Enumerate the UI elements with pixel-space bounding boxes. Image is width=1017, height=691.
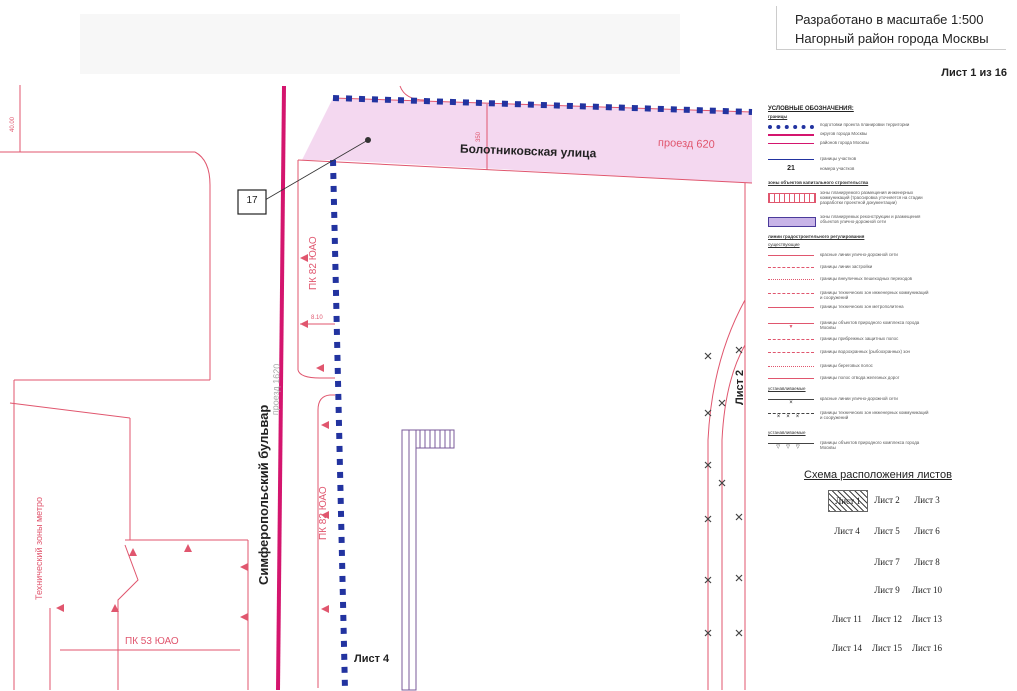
metro-structure: [401, 429, 455, 691]
pk-label-2: ПК 82 ЮАО: [318, 486, 329, 540]
pk-label-3: ПК 53 ЮАО: [125, 636, 179, 647]
legend-item: границы участков: [768, 156, 928, 168]
legend-item: округов города Москвы: [768, 131, 928, 143]
legend-item: × красные линии улично-дорожной сети: [768, 396, 928, 408]
scheme-cell[interactable]: Лист 3: [914, 495, 940, 505]
scheme-cell[interactable]: Лист 6: [914, 526, 940, 536]
legend-item: границы береговых полос: [768, 363, 928, 375]
scheme-cell[interactable]: Лист 14: [831, 643, 863, 653]
legend-item: зоны планируемого размещения инженерных …: [768, 190, 928, 206]
legend-item: границы технических зон метрополитена: [768, 304, 928, 316]
scheme-cell[interactable]: Лист 10: [911, 585, 943, 595]
legend-item: границы линии застройки: [768, 264, 928, 276]
passage-620-label: проезд 620: [657, 137, 715, 151]
scheme-cell[interactable]: Лист 8: [914, 557, 940, 567]
planning-zone-street: [333, 98, 752, 183]
district-line: Нагорный район города Москвы: [795, 31, 989, 46]
planning-zone-corner: [302, 98, 333, 160]
scheme-cell[interactable]: Лист 16: [911, 643, 943, 653]
scheme-title: Схема расположения листов: [804, 469, 952, 481]
title-block: Разработано в масштабе 1:500 Нагорный ра…: [776, 6, 1006, 50]
pk-label-1: ПК 82 ЮАО: [308, 236, 319, 290]
red-triangle-marks: [56, 254, 329, 621]
legend-item: красные линии улично-дорожной сети: [768, 252, 928, 264]
scale-line: Разработано в масштабе 1:500: [795, 12, 984, 27]
scheme-cell[interactable]: Лист 15: [871, 643, 903, 653]
legend-title: УСЛОВНЫЕ ОБОЗНАЧЕНИЯ:: [768, 106, 854, 112]
legend-item: границы прибрежных защитных полос: [768, 336, 928, 348]
legend-section-established-2: устанавливаемые: [768, 430, 806, 435]
legend-item: границы водоохранных (рыбоохранных) зон: [768, 349, 928, 361]
scheme-cell[interactable]: Лист 12: [871, 614, 903, 624]
sheet-ref-right: Лист 2: [734, 369, 746, 405]
legend-section-borders: границы: [768, 114, 788, 119]
legend-item: ▽▽▽ границы объектов природного комплекс…: [768, 440, 928, 452]
legend-item: границы внеуличных пешеходных переходов: [768, 276, 928, 288]
dimension-small-label: 8.10: [311, 315, 323, 321]
legend-section-established: устанавливаемые: [768, 386, 806, 391]
passage-1620-label: проезд 1620: [270, 363, 282, 416]
scheme-cell[interactable]: Лист 5: [874, 526, 900, 536]
street-boulevard-label: Симферопольский бульвар: [256, 404, 271, 585]
technical-zone-marks: [704, 346, 743, 637]
legend-item: районов города Москвы: [768, 140, 928, 152]
legend-section-objects: зоны объектов капитального строительства: [768, 180, 869, 185]
metro-zone-label: Технический зоны метро: [34, 497, 44, 600]
callout-dot: [365, 137, 371, 143]
dimension-side-label: 40.00: [10, 116, 16, 132]
sheet-ref-bottom: Лист 4: [354, 653, 390, 665]
dimension-top-label: 350: [476, 131, 482, 142]
planning-boundary: [330, 95, 753, 691]
scheme-cell[interactable]: Лист 13: [911, 614, 943, 624]
right-red-lines: [707, 183, 746, 690]
scheme-cell-current: Лист 1: [828, 490, 868, 512]
scheme-cell[interactable]: Лист 9: [874, 585, 900, 595]
callout-box: [237, 189, 267, 215]
legend-item: 21 номера участков: [787, 165, 855, 172]
legend-item: границы полос отвода железных дорог: [768, 375, 928, 387]
legend-item: ▼ границы объектов природного комплекса …: [768, 320, 928, 332]
scan-artifact: [80, 14, 680, 74]
legend: УСЛОВНЫЕ ОБОЗНАЧЕНИЯ: границы подготовки…: [754, 98, 928, 466]
legend-item: подготовки проекта планировки территории: [768, 122, 928, 134]
scheme-cell[interactable]: Лист 2: [874, 495, 900, 505]
callout-number: 17: [246, 195, 258, 206]
scheme-cell[interactable]: Лист 4: [834, 526, 860, 536]
sheet-scheme: Лист 1 Лист 2 Лист 3 Лист 4 Лист 5 Лист …: [822, 488, 952, 658]
legend-item: границы технических зон инженерных комму…: [768, 290, 928, 302]
legend-section-existing: существующие: [768, 242, 800, 247]
legend-item: зоны планируемых реконструкции и размеще…: [768, 214, 928, 228]
legend-item: ××× границы технических зон инженерных к…: [768, 410, 928, 422]
callout-leader: [264, 139, 369, 201]
sheet-number: Лист 1 из 16: [941, 67, 1007, 79]
dimension-markers: [300, 104, 488, 325]
scheme-cell[interactable]: Лист 7: [874, 557, 900, 567]
boundary-district-line: [276, 85, 286, 691]
scheme-cell[interactable]: Лист 11: [832, 614, 862, 624]
legend-section-regulation: линии градостроительного регулирования: [768, 234, 865, 239]
